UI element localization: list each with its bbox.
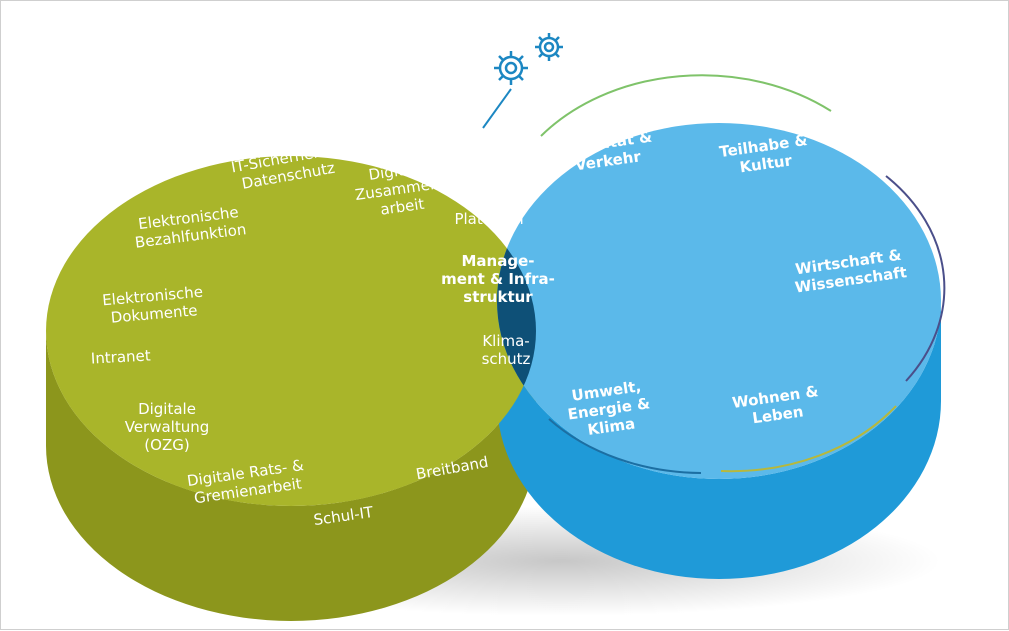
left-label-5: Intranet	[90, 346, 151, 367]
arc-right	[885, 175, 946, 382]
overlap-label-3: Klima-schutz	[482, 332, 531, 368]
right-label-3: Wirtschaft &Wissenschaft	[791, 245, 908, 296]
right-label-4: Umwelt,Energie &Klima	[564, 376, 654, 441]
left-label-4: ElektronischeDokumente	[102, 283, 206, 328]
green-cylinder-side	[46, 331, 536, 621]
arc-bottom	[548, 418, 702, 474]
overlap-label-2: Manage-ment & Infra-struktur	[441, 252, 555, 306]
blue-circle-top	[497, 123, 941, 479]
gears-icon	[494, 33, 563, 85]
gear-connector	[482, 88, 512, 129]
blue-cylinder-side	[497, 301, 941, 579]
green-circle-top	[46, 156, 536, 506]
arc-bottom-right	[720, 405, 897, 473]
left-label-7: Digitale Rats- &Gremienarbeit	[186, 456, 308, 508]
arc-top	[540, 74, 832, 137]
